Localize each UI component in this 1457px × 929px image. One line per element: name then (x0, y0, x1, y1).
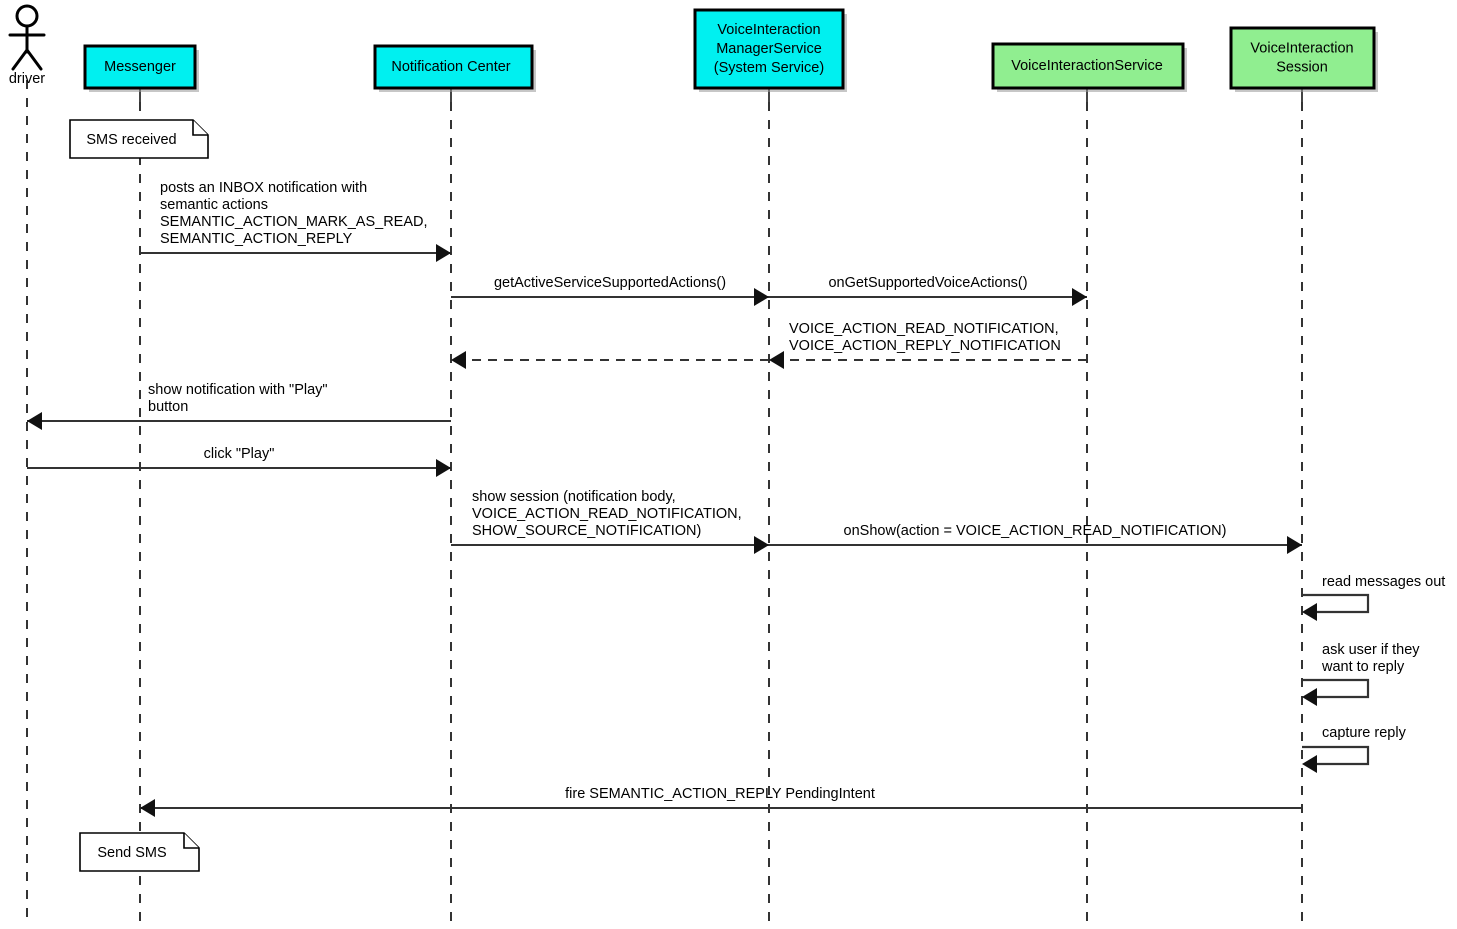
participant-label: ManagerService (716, 41, 822, 57)
message-label: onShow(action = VOICE_ACTION_READ_NOTIFI… (844, 523, 1227, 539)
note-body (79, 832, 200, 872)
arrowhead (754, 288, 769, 306)
self-message-label: ask user if they (1322, 642, 1420, 658)
message-label: show session (notification body, (472, 489, 676, 505)
participant-notification-center[interactable]: Notification Center (373, 44, 536, 92)
self-message-path (1302, 745, 1370, 766)
msg-post-inbox-notification[interactable]: posts an INBOX notification withsemantic… (140, 180, 451, 262)
participant-label: Session (1276, 59, 1328, 75)
note-send-sms: Send SMS (79, 832, 200, 872)
participant-box (991, 42, 1185, 90)
note-fold-corner (192, 120, 208, 136)
msg-on-show-action[interactable]: onShow(action = VOICE_ACTION_READ_NOTIFI… (769, 523, 1302, 554)
message-label: VOICE_ACTION_REPLY_NOTIFICATION (789, 338, 1061, 354)
participant-box (693, 8, 845, 90)
participant-box (373, 44, 534, 90)
self-message-path (1302, 593, 1370, 614)
participant-label: VoiceInteraction (1250, 40, 1353, 56)
msg-on-get-supported-voice-actions[interactable]: onGetSupportedVoiceActions() (769, 275, 1087, 306)
arrowhead (1302, 755, 1317, 773)
participant-box (1229, 26, 1376, 90)
message-label: click "Play" (204, 446, 275, 462)
arrowhead (1287, 536, 1302, 554)
lifelines-layer (26, 80, 1303, 924)
note-fold-corner (183, 833, 199, 849)
participants-layer: Messenger Notification Center VoiceInterac… (83, 8, 1378, 92)
actors-layer: driver (8, 4, 46, 87)
selfmsg-capture-reply[interactable]: capture reply (1302, 725, 1407, 773)
participant-label: Messenger (104, 59, 176, 75)
participant-label: Notification Center (391, 59, 510, 75)
note-sms-received: SMS received (69, 119, 209, 159)
message-label: VOICE_ACTION_READ_NOTIFICATION, (472, 506, 742, 522)
arrowhead (769, 351, 784, 369)
message-label: posts an INBOX notification with (160, 180, 367, 196)
msg-return-voice-actions-to-manager[interactable]: VOICE_ACTION_READ_NOTIFICATION,VOICE_ACT… (769, 321, 1087, 369)
message-label: getActiveServiceSupportedActions() (494, 275, 726, 291)
actor-leg-left (11, 48, 29, 71)
msg-return-voice-actions-to-notification-center[interactable] (451, 351, 769, 369)
note-label: SMS received (86, 132, 176, 148)
actor-leg-right (25, 48, 43, 71)
arrowhead (451, 351, 466, 369)
note-body (69, 119, 209, 159)
msg-click-play[interactable]: click "Play" (27, 446, 451, 477)
message-label: VOICE_ACTION_READ_NOTIFICATION, (789, 321, 1059, 337)
msg-show-notification-with-play-button[interactable]: show notification with "Play"button (27, 382, 451, 430)
participant-label: (System Service) (714, 60, 824, 76)
arrowhead (1302, 688, 1317, 706)
arrowhead (436, 244, 451, 262)
participant-messenger[interactable]: Messenger (83, 44, 199, 92)
participant-label: VoiceInteraction (717, 22, 820, 38)
self-message-label: capture reply (1322, 725, 1407, 741)
messages-layer: posts an INBOX notification withsemantic… (27, 180, 1302, 817)
selfmsg-read-messages-out[interactable]: read messages out (1302, 574, 1445, 621)
msg-get-active-service-supported-actions[interactable]: getActiveServiceSupportedActions() (451, 275, 769, 306)
actor-driver[interactable]: driver (8, 4, 46, 87)
message-label: SHOW_SOURCE_NOTIFICATION) (472, 523, 701, 539)
participant-voiceinteraction-service[interactable]: VoiceInteractionService (991, 42, 1187, 92)
participant-label: VoiceInteractionService (1011, 58, 1163, 74)
message-label: onGetSupportedVoiceActions() (828, 275, 1027, 291)
message-label: show notification with "Play" (148, 382, 328, 398)
msg-show-session[interactable]: show session (notification body,VOICE_AC… (451, 489, 769, 554)
message-label: semantic actions (160, 197, 268, 213)
message-label: SEMANTIC_ACTION_MARK_AS_READ, (160, 214, 428, 230)
arrowhead (1072, 288, 1087, 306)
arrowhead (27, 412, 42, 430)
message-label: fire SEMANTIC_ACTION_REPLY PendingIntent (565, 786, 875, 802)
arrowhead (436, 459, 451, 477)
participant-box (83, 44, 197, 90)
actor-head-icon (15, 4, 39, 28)
self-message-path (1302, 678, 1370, 699)
self-message-label: read messages out (1322, 574, 1445, 590)
note-label: Send SMS (97, 845, 166, 861)
arrowhead (1302, 603, 1317, 621)
self-message-label: want to reply (1321, 659, 1405, 675)
actor-label: driver (9, 71, 45, 87)
msg-fire-semantic-action-reply-pending-intent[interactable]: fire SEMANTIC_ACTION_REPLY PendingIntent (140, 786, 1302, 817)
message-label: SEMANTIC_ACTION_REPLY (160, 231, 353, 247)
message-label: button (148, 399, 188, 415)
arrowhead (754, 536, 769, 554)
arrowhead (140, 799, 155, 817)
